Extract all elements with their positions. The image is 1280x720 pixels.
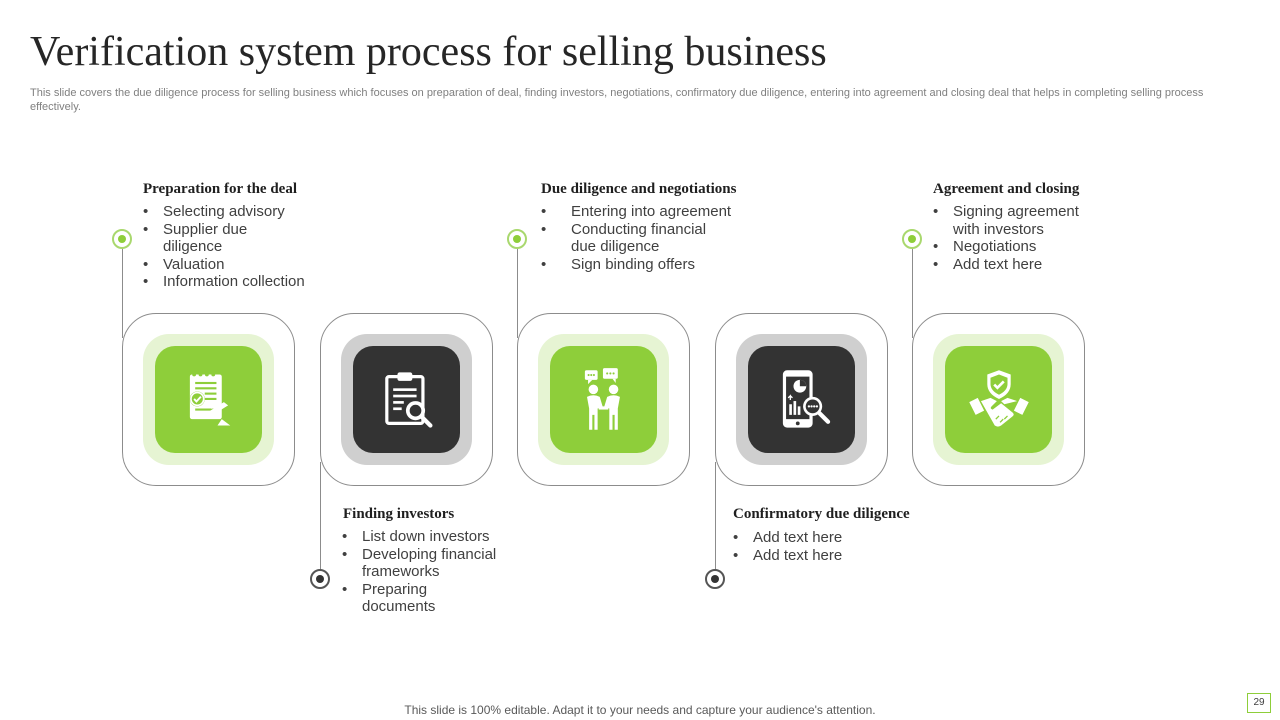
- list-item: Add text here: [933, 256, 1093, 274]
- list-item: Developing financial frameworks: [342, 546, 502, 581]
- step-3-title: Due diligence and negotiations: [541, 181, 737, 197]
- step-2-card: [320, 313, 493, 486]
- step-5-card: [912, 313, 1085, 486]
- timeline-marker-step-4: [705, 569, 725, 589]
- list-item: Add text here: [733, 547, 908, 565]
- shield-handshake-icon: [968, 369, 1029, 427]
- mobile-analytics-search-icon: [782, 369, 830, 428]
- connector-line-step-3: [517, 248, 518, 338]
- list-item: Negotiations: [933, 238, 1093, 256]
- timeline-marker-step-1: [112, 229, 132, 249]
- connector-line-step-1: [122, 248, 123, 338]
- list-item: Sign binding offers: [541, 256, 751, 274]
- step-2-list: List down investors Developing financial…: [342, 528, 517, 616]
- checklist-pen-icon: [189, 372, 230, 425]
- slide-title: Verification system process for selling …: [30, 29, 827, 75]
- page-number: 29: [1247, 693, 1271, 713]
- step-5-list: Signing agreement with investors Negotia…: [933, 203, 1093, 273]
- timeline-marker-step-5: [902, 229, 922, 249]
- handshake-discussion-icon: [584, 367, 620, 430]
- step-4-title: Confirmatory due diligence: [733, 506, 910, 522]
- list-item: Conducting financial due diligence: [541, 221, 721, 256]
- list-item: Entering into agreement: [541, 203, 751, 221]
- clipboard-search-icon: [384, 371, 432, 428]
- list-item: Valuation: [143, 256, 328, 274]
- step-5-title: Agreement and closing: [933, 181, 1080, 197]
- list-item: Selecting advisory: [143, 203, 328, 221]
- connector-line-step-2: [320, 462, 321, 570]
- slide-subtitle: This slide covers the due diligence proc…: [30, 87, 1204, 113]
- timeline-marker-step-2: [310, 569, 330, 589]
- list-item: Information collection: [143, 273, 328, 291]
- step-4-card: [715, 313, 888, 486]
- list-item: Supplier due diligence: [143, 221, 273, 256]
- step-1-card: [122, 313, 295, 486]
- list-item: Add text here: [733, 529, 908, 547]
- footer-note: This slide is 100% editable. Adapt it to…: [404, 703, 876, 717]
- list-item: Preparing documents: [342, 581, 462, 616]
- connector-line-step-5: [912, 248, 913, 338]
- connector-line-step-4: [715, 462, 716, 570]
- timeline-marker-step-3: [507, 229, 527, 249]
- step-2-title: Finding investors: [343, 506, 455, 522]
- step-4-list: Add text here Add text here: [733, 529, 908, 564]
- list-item: List down investors: [342, 528, 517, 546]
- step-3-list: Entering into agreement Conducting finan…: [541, 203, 751, 273]
- list-item: Signing agreement with investors: [933, 203, 1088, 238]
- step-1-list: Selecting advisory Supplier due diligenc…: [143, 203, 328, 291]
- step-3-card: [517, 313, 690, 486]
- step-1-title: Preparation for the deal: [143, 181, 298, 197]
